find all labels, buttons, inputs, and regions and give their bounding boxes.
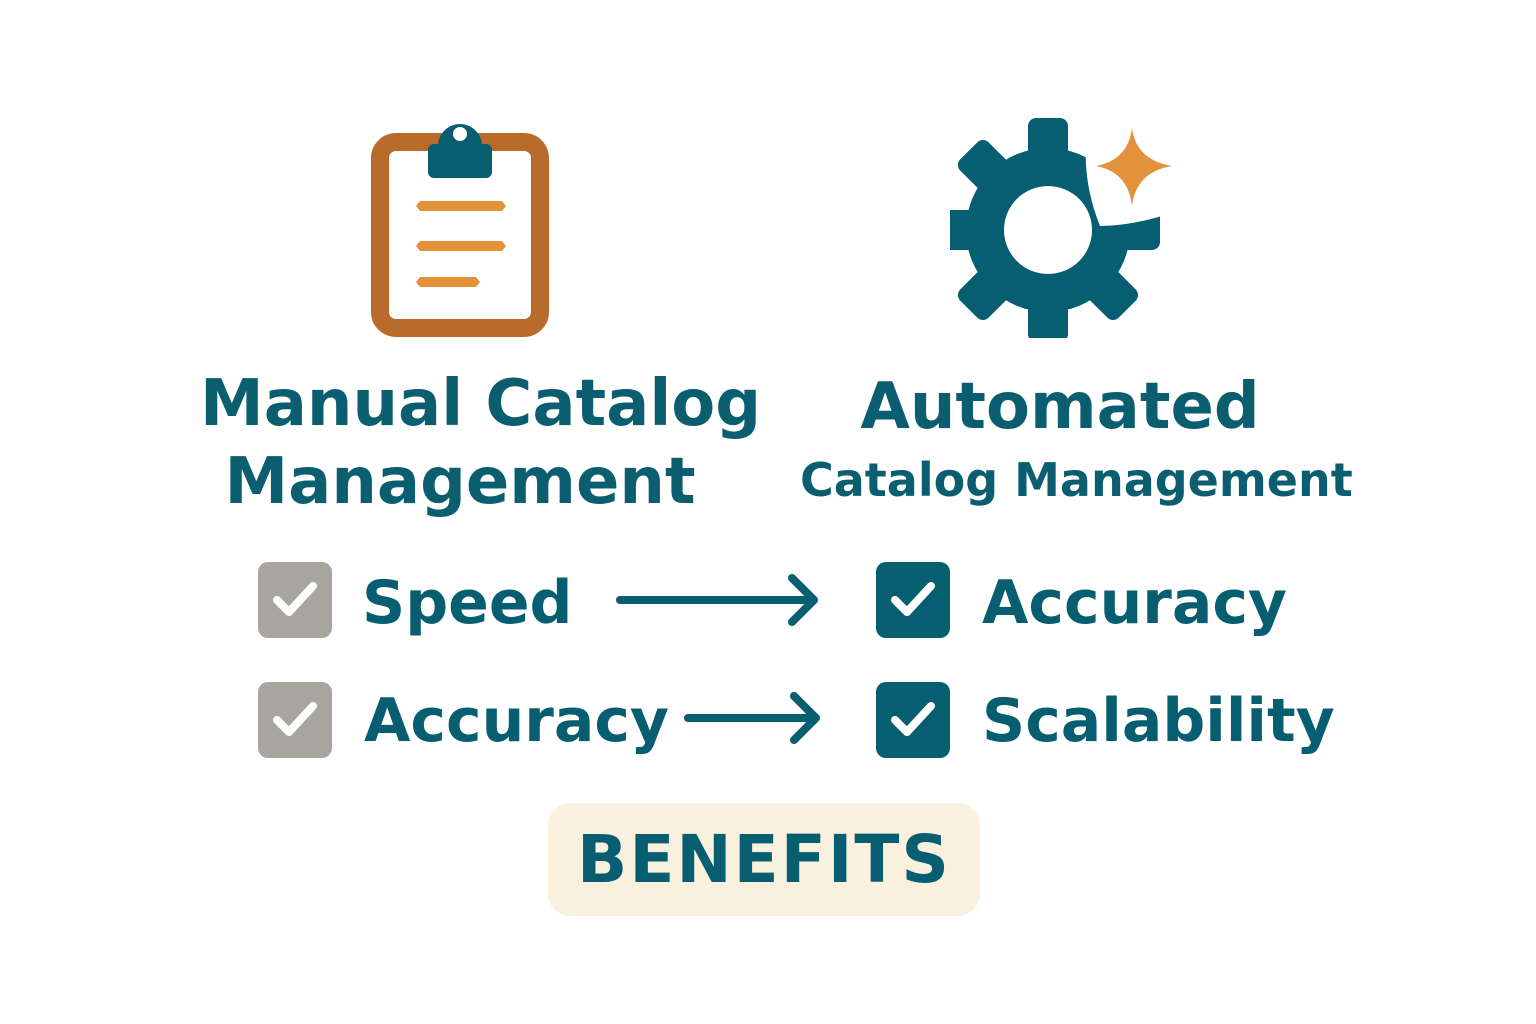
benefits-badge: BENEFITS: [548, 803, 980, 916]
automated-title-line2: Catalog Management: [800, 453, 1353, 507]
automated-title-line1: Automated: [860, 370, 1260, 444]
manual-item-accuracy: Accuracy: [364, 686, 670, 756]
gear-sparkle-icon: [936, 116, 1190, 342]
automated-item-scalability: Scalability: [982, 686, 1335, 756]
checkbox-speed: [258, 562, 332, 638]
checkmark-icon: [273, 702, 317, 736]
checkbox-accuracy-manual: [258, 682, 332, 758]
arrow-right-icon: [684, 690, 826, 750]
manual-title-line1: Manual Catalog: [200, 367, 762, 441]
checkmark-icon: [273, 582, 317, 616]
manual-item-speed: Speed: [362, 568, 573, 638]
automated-item-accuracy: Accuracy: [982, 568, 1288, 638]
checkmark-icon: [891, 702, 935, 736]
clipboard-icon: [370, 106, 550, 338]
checkmark-icon: [891, 582, 935, 616]
manual-title-line2: Management: [224, 445, 696, 519]
checkbox-scalability: [876, 682, 950, 758]
benefits-label: BENEFITS: [577, 821, 951, 898]
checkbox-accuracy-automated: [876, 562, 950, 638]
arrow-right-icon: [616, 572, 826, 632]
